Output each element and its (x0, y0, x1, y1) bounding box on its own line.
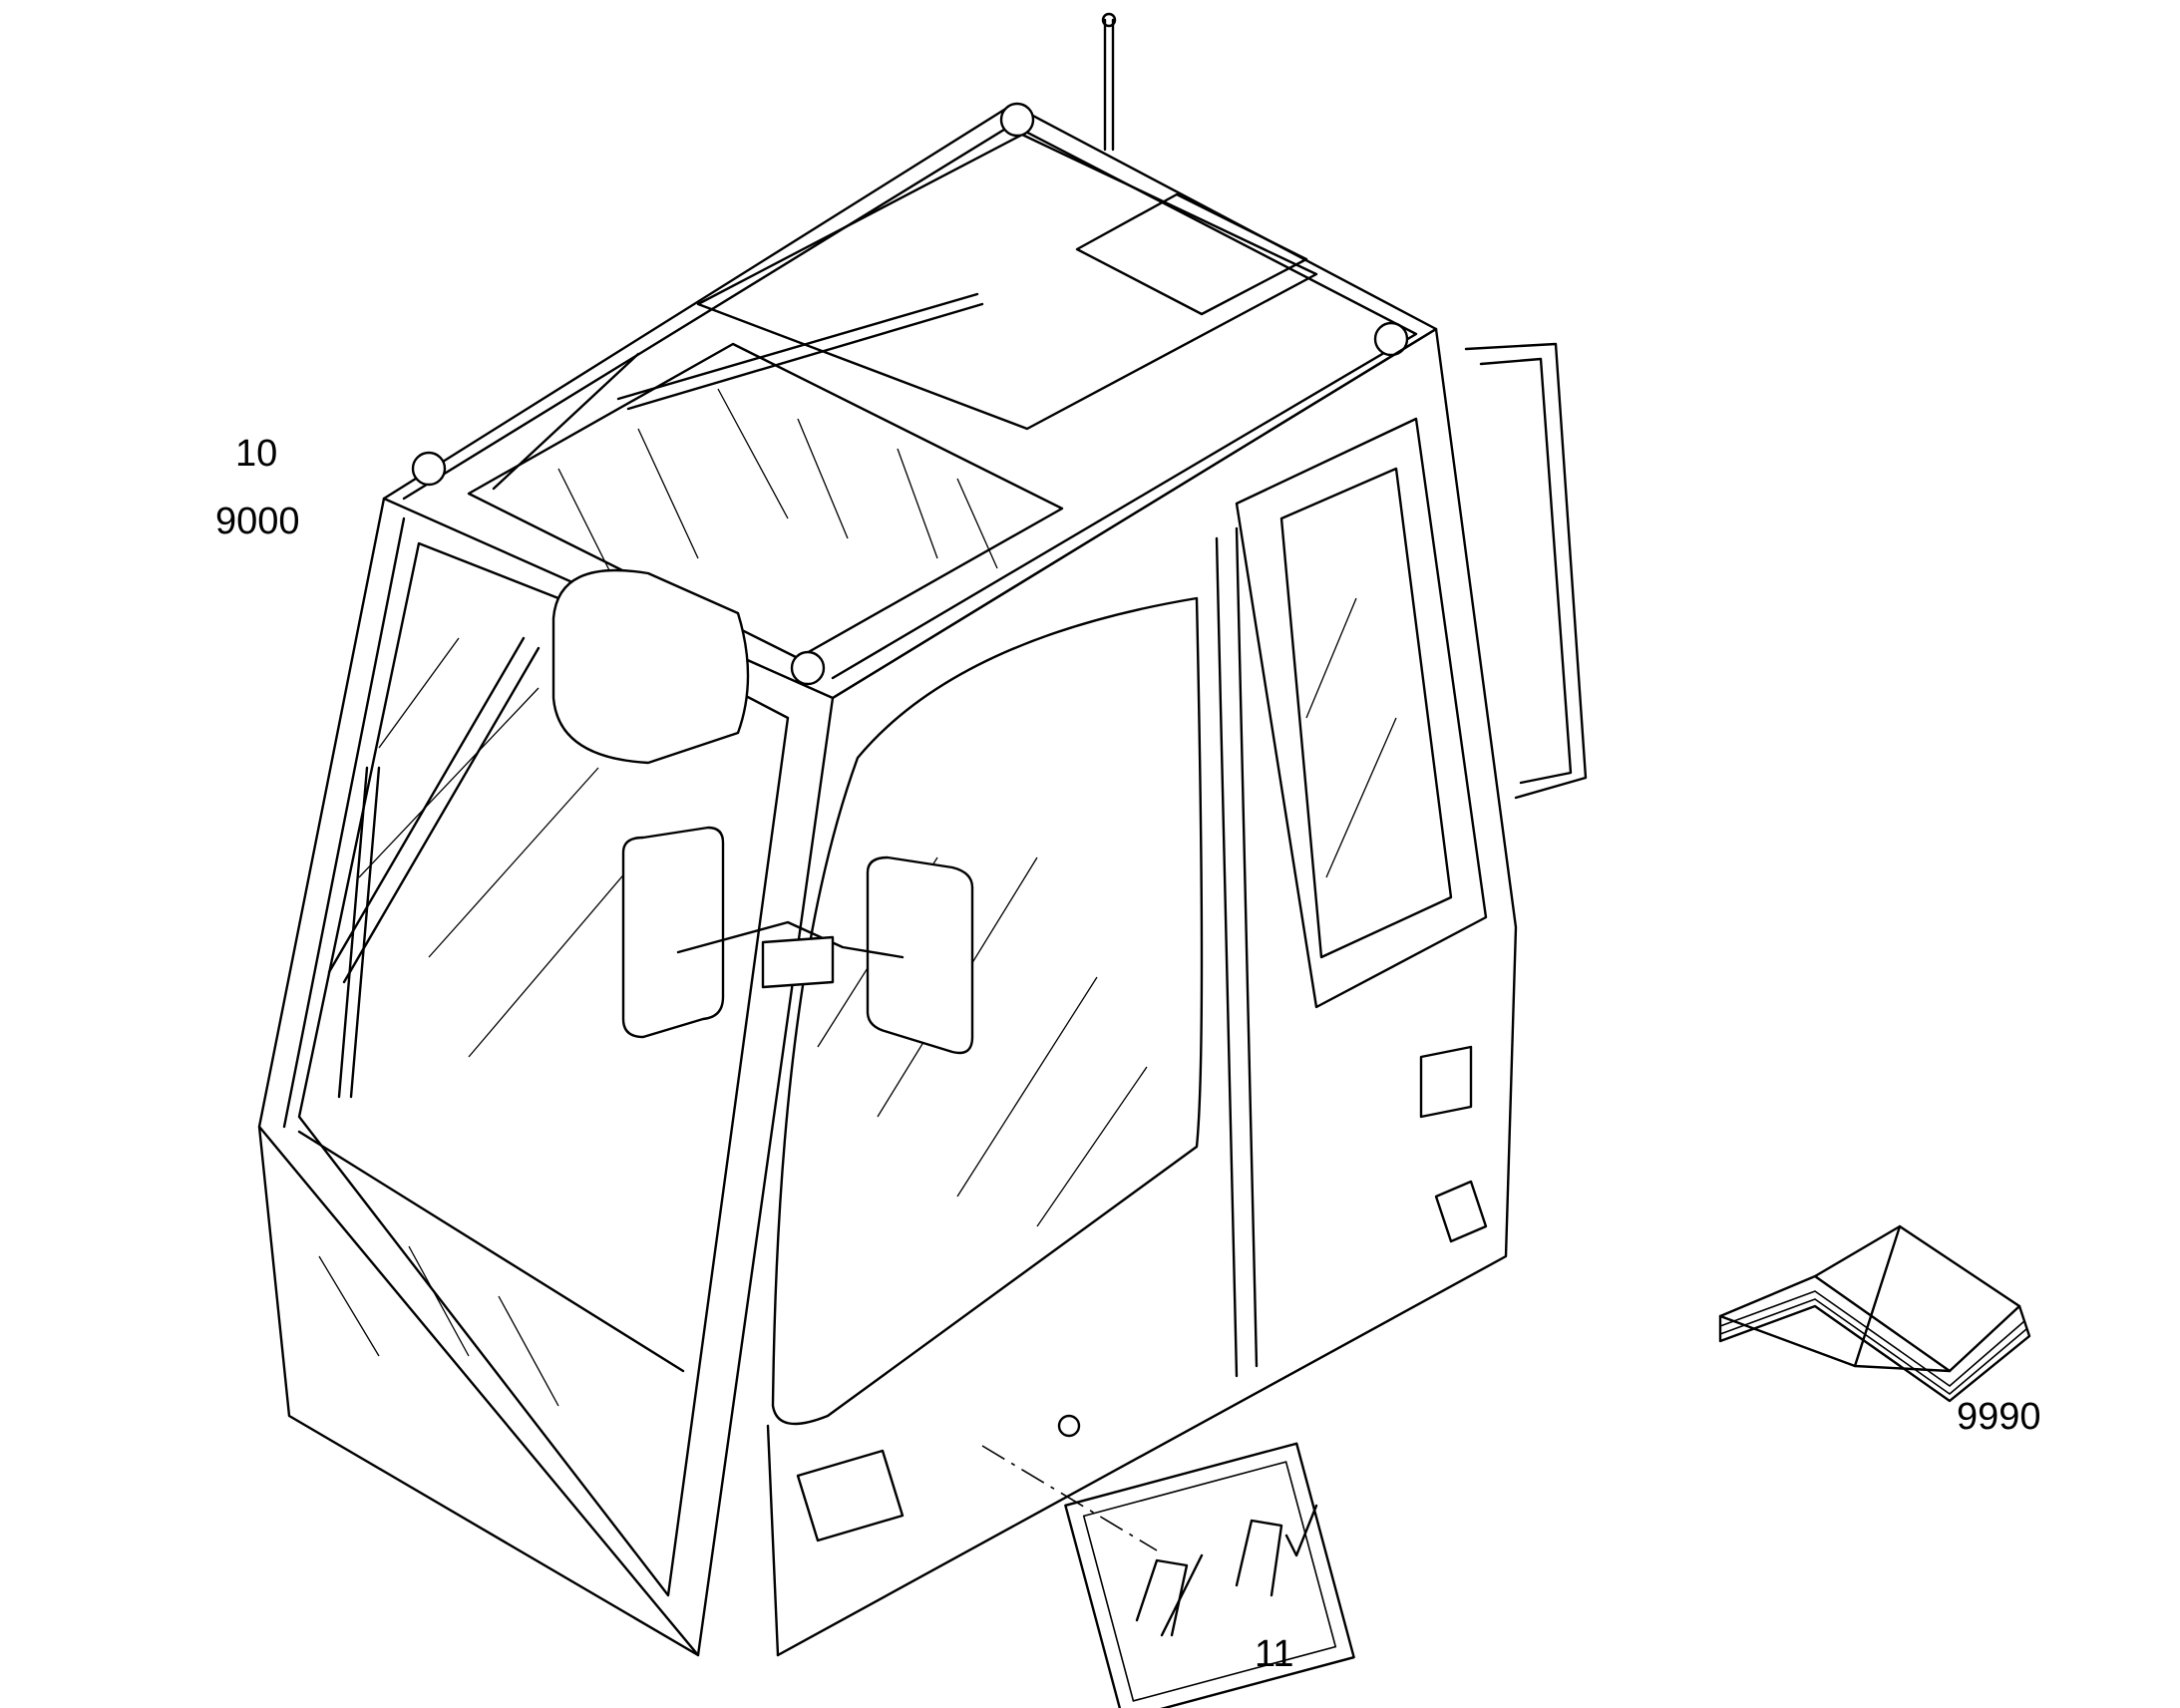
callout-manual: 9990 (1957, 1396, 2041, 1438)
operator-manual (1718, 1224, 2031, 1403)
cab-assembly (257, 12, 1588, 1657)
callout-decal: 11 (1255, 1633, 1294, 1675)
callout-cab-item: 10 (235, 433, 278, 475)
decal-sheet (981, 1442, 1355, 1708)
callout-cab-kit: 9000 (215, 501, 300, 542)
